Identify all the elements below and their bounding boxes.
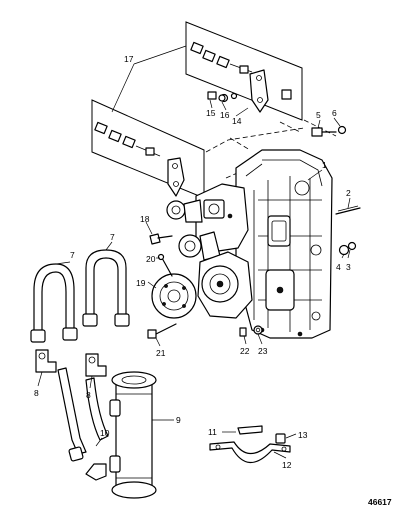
callout-23: 23 <box>258 346 268 356</box>
callout-9: 9 <box>176 415 181 425</box>
callout-15: 15 <box>206 108 216 118</box>
callout-13: 13 <box>298 430 308 440</box>
callout-21: 21 <box>156 348 166 358</box>
figure-number: 46617 <box>368 497 392 507</box>
lower-mounting-plate <box>91 99 205 199</box>
oil-cooler <box>109 371 157 499</box>
fasteners <box>147 91 361 339</box>
callout-18: 18 <box>140 214 150 224</box>
upper-mounting-plate <box>185 21 303 121</box>
callout-19: 19 <box>136 278 146 288</box>
callout-5: 5 <box>316 110 321 120</box>
callout-labels: 1 2 3 4 5 6 7 7 8 8 9 10 11 12 13 14 15 … <box>34 54 351 470</box>
callout-7-left: 7 <box>70 250 75 260</box>
callout-16: 16 <box>220 110 230 120</box>
callout-8-left: 8 <box>34 388 39 398</box>
clamp <box>209 425 291 464</box>
control-valve-body <box>166 183 249 261</box>
callout-4: 4 <box>336 262 341 272</box>
callout-2: 2 <box>346 188 351 198</box>
callout-6: 6 <box>332 108 337 118</box>
callout-20: 20 <box>146 254 156 264</box>
callout-1: 1 <box>322 160 327 170</box>
callout-17: 17 <box>124 54 134 64</box>
elbow-fittings <box>35 349 107 481</box>
callout-3: 3 <box>346 262 351 272</box>
callout-8-right: 8 <box>86 390 91 400</box>
callout-22: 22 <box>240 346 250 356</box>
hoses <box>30 249 130 462</box>
pump <box>151 251 253 319</box>
callout-10: 10 <box>100 428 110 438</box>
callout-12: 12 <box>282 460 292 470</box>
transmission-housing <box>235 149 333 339</box>
callout-11: 11 <box>208 427 217 437</box>
leader-lines <box>37 45 351 459</box>
callout-7-right: 7 <box>110 232 115 242</box>
callout-14: 14 <box>232 116 242 126</box>
